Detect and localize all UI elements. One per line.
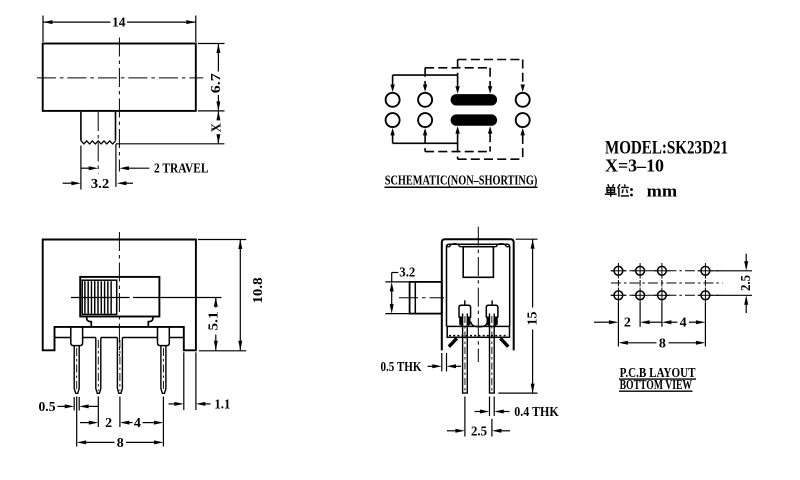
svg-text:0.5 THK: 0.5 THK: [381, 359, 422, 374]
svg-text:0.4 THK: 0.4 THK: [514, 404, 559, 419]
svg-text:8: 8: [659, 335, 666, 350]
svg-text:SCHEMATIC(NON–SHORTING): SCHEMATIC(NON–SHORTING): [385, 174, 538, 189]
svg-text:2.5: 2.5: [738, 275, 753, 291]
svg-text:0.5: 0.5: [39, 399, 56, 414]
svg-text:X=3–10: X=3–10: [605, 156, 664, 176]
svg-text:14: 14: [112, 15, 126, 30]
svg-text:2: 2: [624, 315, 631, 330]
svg-text:2: 2: [105, 415, 112, 430]
svg-text:2.5: 2.5: [471, 423, 487, 438]
svg-text:10.8: 10.8: [250, 277, 265, 303]
svg-text:15: 15: [525, 311, 540, 325]
svg-text:4: 4: [134, 415, 141, 430]
svg-text:3.2: 3.2: [399, 265, 415, 280]
svg-text:P.C.B LAYOUT: P.C.B LAYOUT: [620, 365, 696, 380]
svg-text:X: X: [209, 123, 224, 132]
svg-text:MODEL:SK23D21: MODEL:SK23D21: [605, 138, 728, 158]
svg-text:mm: mm: [647, 181, 678, 200]
svg-text:3.2: 3.2: [91, 176, 110, 191]
svg-text:5.1: 5.1: [206, 311, 221, 330]
svg-text:6.7: 6.7: [208, 73, 223, 93]
svg-text:1.1: 1.1: [214, 396, 230, 411]
svg-text:2 TRAVEL: 2 TRAVEL: [154, 161, 209, 176]
svg-text:8: 8: [117, 435, 124, 450]
svg-text:BOTTOM VIEW: BOTTOM VIEW: [620, 377, 693, 392]
svg-text:4: 4: [680, 315, 687, 330]
